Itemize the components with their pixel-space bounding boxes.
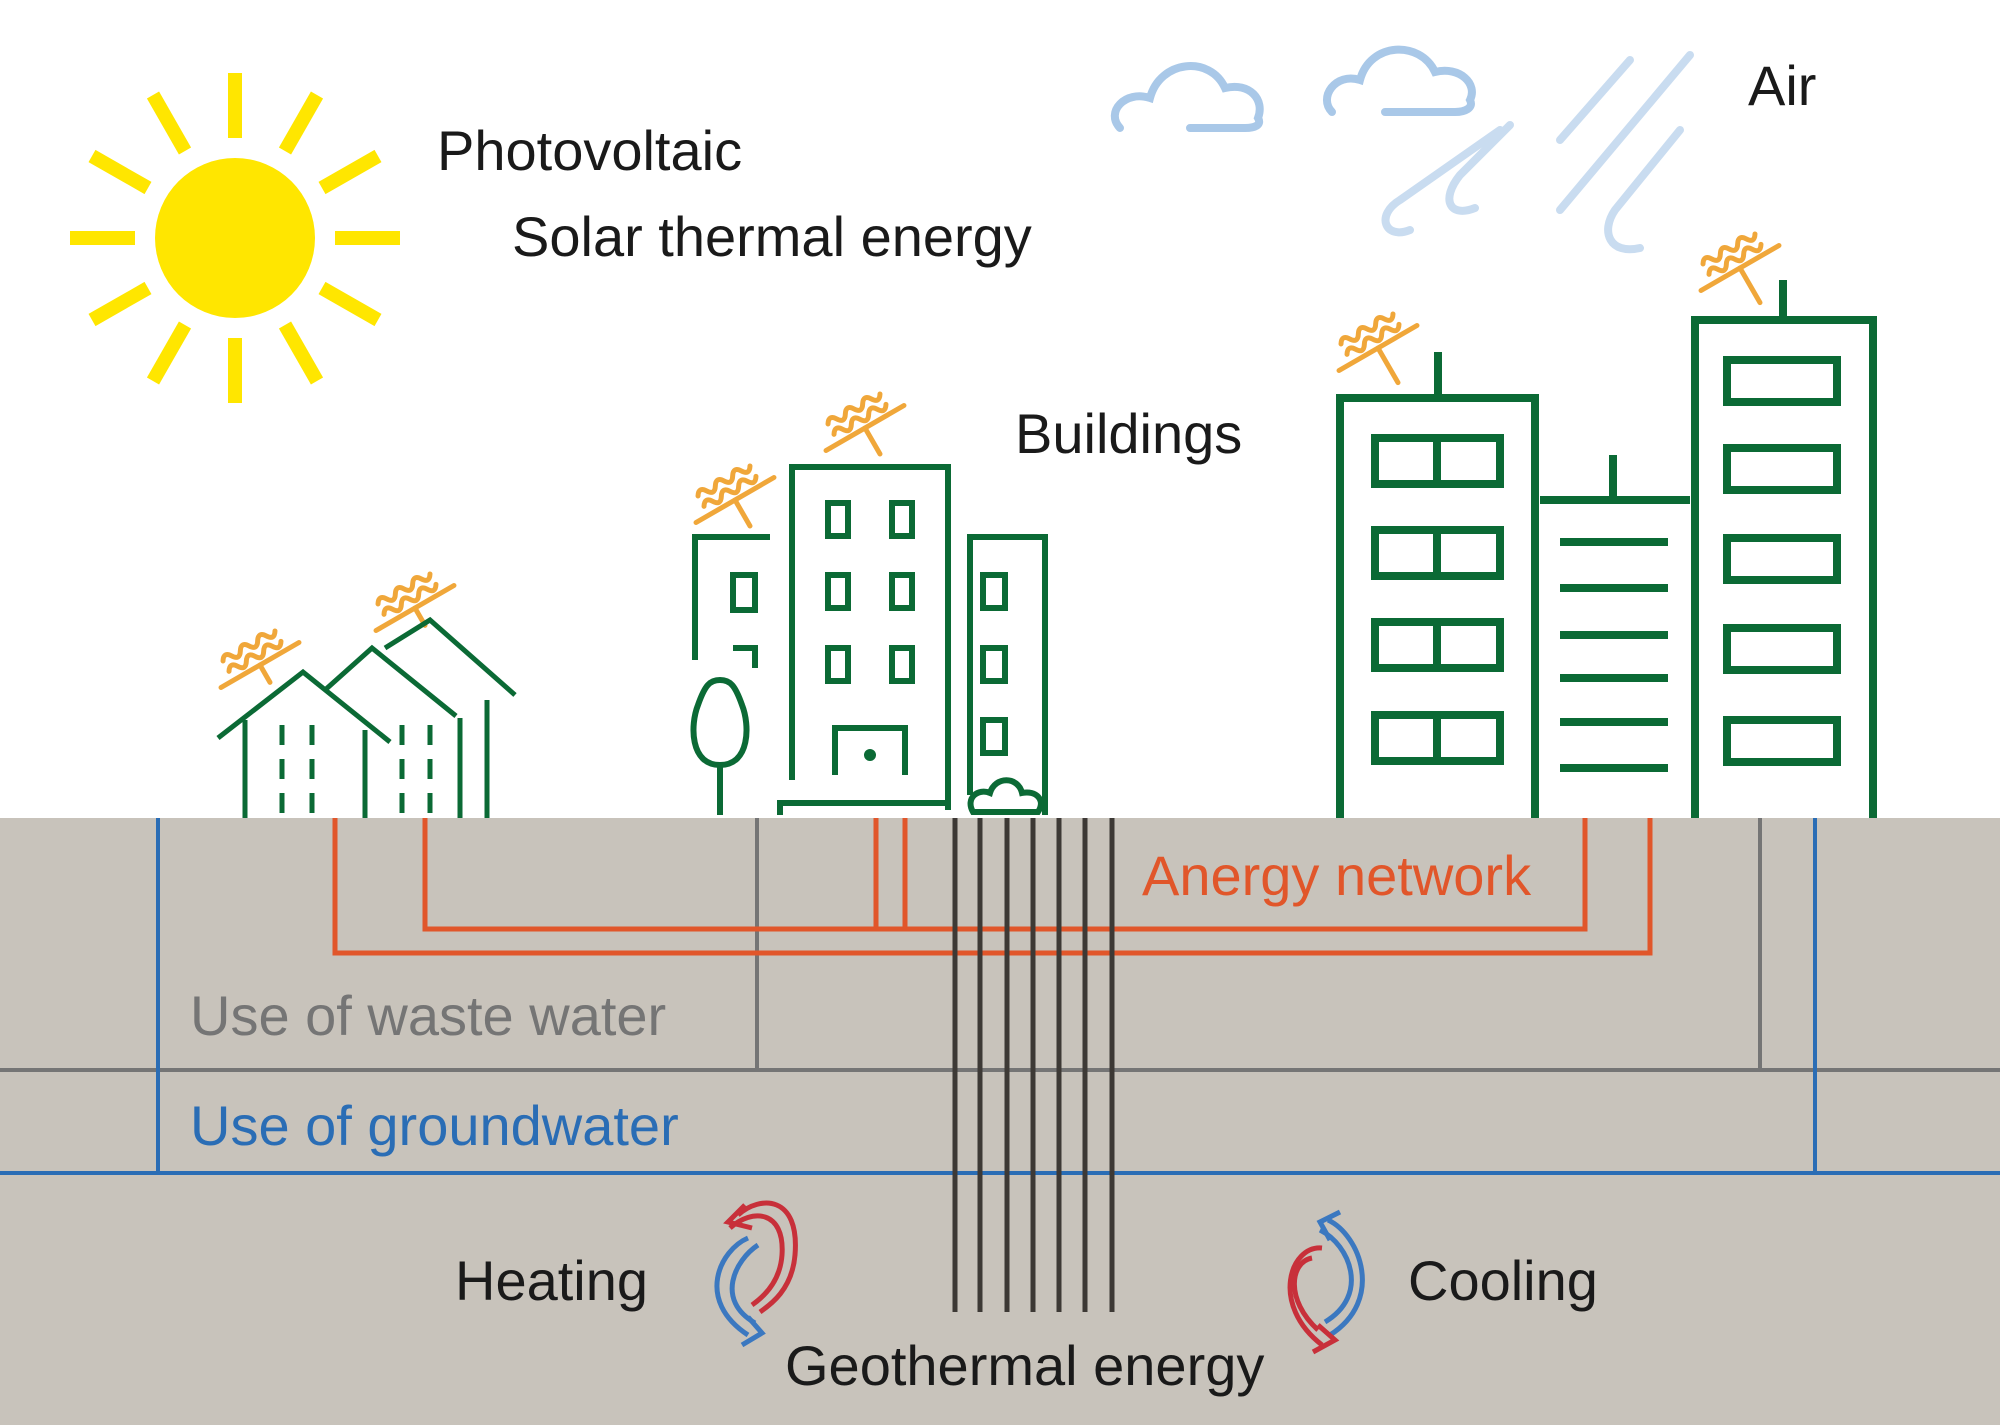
labels: Photovoltaic Solar thermal energy Air Bu… (190, 54, 1816, 1397)
office-towers-icon (1336, 280, 1877, 818)
geothermal-label: Geothermal energy (785, 1334, 1264, 1397)
cloud-icon-left (1110, 62, 1264, 132)
rain-icon (1381, 51, 1694, 254)
groundwater-label: Use of groundwater (190, 1094, 679, 1157)
groundwater-pipes (156, 818, 1817, 1173)
cloud-icon-right (1323, 45, 1476, 116)
collector-icon (1336, 311, 1420, 386)
cooling-label: Cooling (1408, 1249, 1598, 1312)
buildings-label: Buildings (1015, 402, 1242, 465)
geothermal-boreholes (952, 818, 1115, 1312)
houses-icon (216, 616, 517, 818)
solar-collectors (218, 231, 1782, 690)
waste-water-label: Use of waste water (190, 984, 666, 1047)
heating-label: Heating (455, 1249, 648, 1312)
apartment-building-icon (690, 464, 1048, 815)
photovoltaic-label: Photovoltaic (437, 119, 742, 182)
air-label: Air (1748, 54, 1816, 117)
cooling-cycle-icon (1287, 1209, 1365, 1355)
collector-icon (693, 463, 777, 529)
solar-thermal-label: Solar thermal energy (512, 205, 1032, 268)
collector-icon (823, 391, 907, 457)
collector-icon (218, 628, 302, 690)
collector-icon (373, 571, 457, 633)
collector-icon (1698, 231, 1782, 306)
anergy-network-label: Anergy network (1142, 844, 1532, 907)
waste-water-pipes (755, 818, 1762, 1070)
sun-icon (70, 73, 400, 403)
heating-cycle-icon (714, 1200, 798, 1348)
